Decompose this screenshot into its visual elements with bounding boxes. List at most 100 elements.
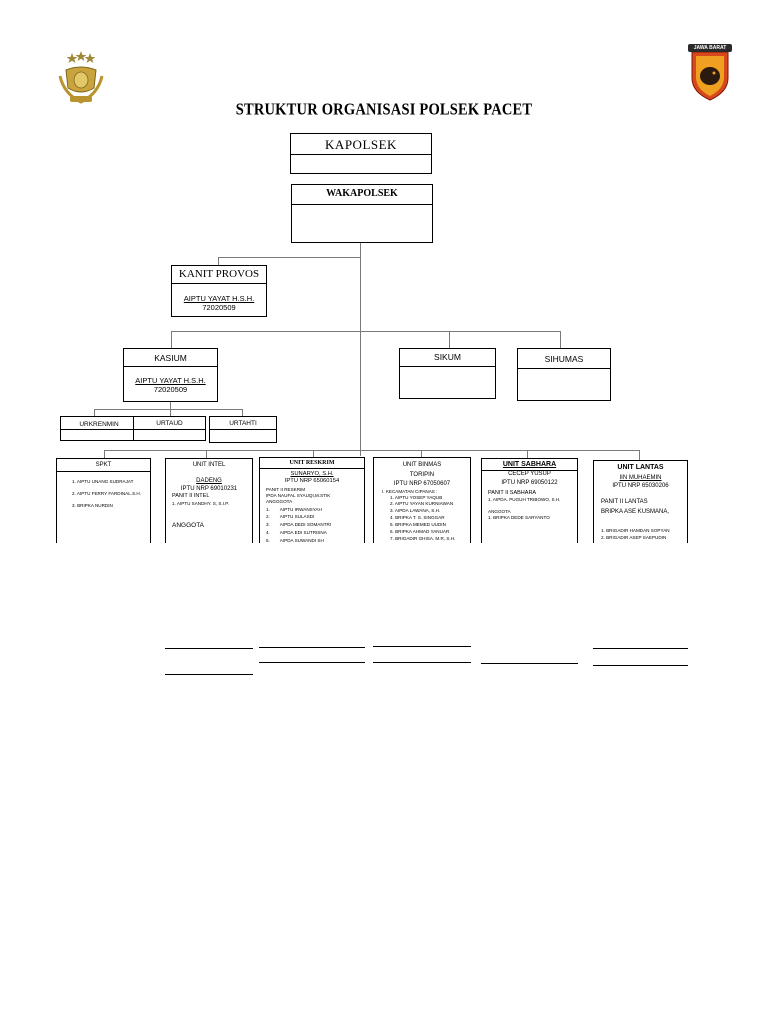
separator-line bbox=[259, 662, 365, 663]
connector-line bbox=[171, 331, 172, 349]
wakapolsek-label: WAKAPOLSEK bbox=[326, 188, 398, 199]
separator-line bbox=[593, 665, 688, 666]
unit-sabhara-name: CECEP YUSUP bbox=[508, 471, 551, 477]
connector-line bbox=[94, 409, 243, 410]
unit-lantas-label: UNIT LANTAS bbox=[617, 464, 664, 471]
connector-line bbox=[170, 409, 171, 417]
connector-line bbox=[639, 450, 640, 460]
urkrenmin-divider bbox=[61, 429, 137, 430]
sihumas-divider bbox=[518, 368, 610, 369]
unit-binmas-member: 1. AIPTU YOSEP YAQUB bbox=[390, 495, 443, 500]
urtahti-label: URTAHTI bbox=[229, 420, 257, 427]
jawa-barat-banner bbox=[688, 44, 732, 52]
unit-lantas-box: UNIT LANTAS IIN MUHAEMIN IPTU NRP 650302… bbox=[593, 460, 688, 554]
connector-line bbox=[560, 331, 561, 348]
unit-lantas-member: 2. BRIGADIR ASEP SAEPUDIN bbox=[601, 535, 667, 540]
unit-binmas-nrp: IPTU NRP 67050607 bbox=[393, 481, 451, 487]
unit-lantas-nrp: IPTU NRP 65030206 bbox=[612, 483, 669, 489]
connector-line bbox=[527, 450, 528, 458]
separator-line bbox=[373, 646, 471, 647]
jawa-barat-banner-text: JAWA BARAT bbox=[693, 45, 727, 51]
unit-reskrim-label: UNIT RESKRIM bbox=[289, 460, 335, 466]
kasium-name: AIPTU YAYAT H.S.H. bbox=[135, 376, 206, 385]
sikum-box: SIKUM bbox=[399, 348, 496, 399]
unit-reskrim-box: UNIT RESKRIM SUNARYO, S.H. IPTU NRP 6506… bbox=[259, 457, 365, 554]
kasium-nrp: 72020509 bbox=[153, 385, 188, 394]
unit-intel-box: UNIT INTEL DADENG IPTU NRP 69010231 PANI… bbox=[165, 458, 253, 554]
kasium-divider bbox=[124, 366, 217, 367]
spkt-member: 1. AIPTU UNANG SUDRAJAT bbox=[72, 479, 134, 484]
connector-line bbox=[242, 409, 243, 417]
polri-emblem-logo bbox=[56, 50, 106, 106]
unit-lantas-panit-name: BRIPKA ASE KUSMANA, bbox=[601, 509, 670, 515]
separator-line bbox=[165, 674, 253, 675]
unit-reskrim-name: SUNARYO, S.H. bbox=[290, 471, 334, 477]
connector-line bbox=[218, 257, 219, 266]
unit-sabhara-nrp: IPTU NRP 69050122 bbox=[501, 480, 558, 486]
unit-intel-label: UNIT INTEL bbox=[192, 462, 226, 468]
wakapolsek-divider bbox=[292, 204, 432, 205]
unit-reskrim-member: 1. AIPTU IRWANSYAH bbox=[266, 507, 322, 512]
kanit-provos-nrp: 72020509 bbox=[202, 303, 236, 312]
unit-intel-panit: PANIT II INTEL bbox=[172, 493, 210, 499]
spkt-member: 3. BRIPKA NURDIN bbox=[72, 503, 113, 508]
unit-binmas-member: 3. AIPDA LAWANA, S.H. bbox=[390, 508, 441, 513]
kasium-label: KASIUM bbox=[154, 353, 187, 363]
separator-line bbox=[481, 663, 578, 664]
unit-binmas-label: UNIT BINMAS bbox=[402, 462, 442, 468]
sikum-label: SIKUM bbox=[434, 352, 461, 362]
unit-reskrim-divider bbox=[260, 468, 364, 469]
unit-binmas-sub: I. KECAMATAN CIPANAS : bbox=[382, 489, 438, 494]
unit-reskrim-member: 5. AIPDA SUWANDI SH bbox=[266, 538, 324, 543]
kanit-provos-label: KANIT PROVOS bbox=[178, 268, 260, 280]
urkrenmin-label: URKRENMIN bbox=[79, 421, 119, 428]
spkt-divider bbox=[57, 471, 150, 472]
unit-binmas-member: 5. BRIPKA MEMED UUDIN bbox=[390, 522, 446, 527]
connector-line bbox=[421, 450, 422, 458]
spkt-member: 2. AIPTU FERRY FARDINAL.S.H. bbox=[72, 491, 142, 496]
urtaud-label: URTAUD bbox=[156, 420, 183, 427]
unit-reskrim-member: 2. AIPTU SULASDI bbox=[266, 514, 315, 519]
urtaud-divider bbox=[134, 429, 205, 430]
unit-intel-anggota: ANGGOTA bbox=[172, 522, 205, 529]
unit-lantas-panit: PANIT II LANTAS bbox=[601, 499, 648, 505]
unit-sabhara-label: UNIT SABHARA bbox=[502, 461, 557, 468]
unit-binmas-member: 6. BRIPKA AHMAD YANUAR bbox=[390, 529, 450, 534]
connector-line bbox=[313, 450, 314, 458]
unit-reskrim-anggota: ANGGGOTA bbox=[266, 499, 293, 504]
separator-line bbox=[259, 647, 365, 648]
unit-reskrim-nrp: IPTU NRP 65060154 bbox=[284, 478, 340, 484]
unit-sabhara-divider bbox=[482, 470, 577, 471]
unit-binmas-name: TORIPIN bbox=[409, 472, 435, 478]
unit-reskrim-panit: PANIT II RESKRIM bbox=[266, 487, 306, 492]
connector-line bbox=[171, 331, 561, 332]
unit-binmas-member: 4. BRIPKA T. S. SINGGAR bbox=[390, 515, 445, 520]
kapolsek-label: KAPOLSEK bbox=[325, 137, 397, 152]
kapolsek-box: KAPOLSEK bbox=[290, 133, 432, 174]
connector-line bbox=[449, 331, 450, 348]
connector-line bbox=[170, 402, 171, 410]
separator-line bbox=[165, 648, 253, 649]
unit-intel-nrp: IPTU NRP 69010231 bbox=[180, 486, 238, 492]
kanit-provos-box: KANIT PROVOS AIPTU YAYAT H.S.H. 72020509 bbox=[171, 265, 267, 317]
sihumas-label: SIHUMAS bbox=[544, 354, 584, 364]
unit-lantas-member: 1. BRIGADIR HAMDAN SOPYAN bbox=[601, 528, 670, 533]
urtahti-box: URTAHTI bbox=[209, 416, 277, 443]
unit-sabhara-anggota: ANGGOTA bbox=[488, 509, 511, 514]
unit-sabhara-member: 1. BRIPKA DEDE SARYANTO bbox=[488, 515, 550, 520]
unit-sabhara-member: 1. AIPDA. PUGUH TRIBOWO, S.H. bbox=[488, 497, 561, 502]
unit-binmas-member: 2. AIPTU YAYAN KURNIAWAN bbox=[390, 501, 454, 506]
kapolsek-divider bbox=[291, 154, 431, 155]
spkt-label: SPKT bbox=[95, 462, 112, 468]
urtahti-divider bbox=[210, 429, 276, 430]
connector-line bbox=[360, 243, 361, 456]
unit-reskrim-panit-name: IPDA NAUFAL SYAUQI,M.STIK bbox=[266, 493, 331, 498]
unit-sabhara-box: UNIT SABHARA CECEP YUSUP IPTU NRP 690501… bbox=[481, 458, 578, 554]
connector-line bbox=[94, 409, 95, 417]
unit-sabhara-panit: PANIT II SABHARA bbox=[488, 490, 537, 496]
kasium-box: KASIUM AIPTU YAYAT H.S.H. 72020509 bbox=[123, 348, 218, 402]
unit-binmas-box: UNIT BINMAS TORIPIN IPTU NRP 67050607 I.… bbox=[373, 457, 471, 554]
kanit-provos-divider bbox=[172, 283, 266, 284]
chart-title: STRUKTUR ORGANISASI POLSEK PACET bbox=[235, 100, 533, 120]
unit-intel-name: DADENG bbox=[196, 478, 222, 484]
